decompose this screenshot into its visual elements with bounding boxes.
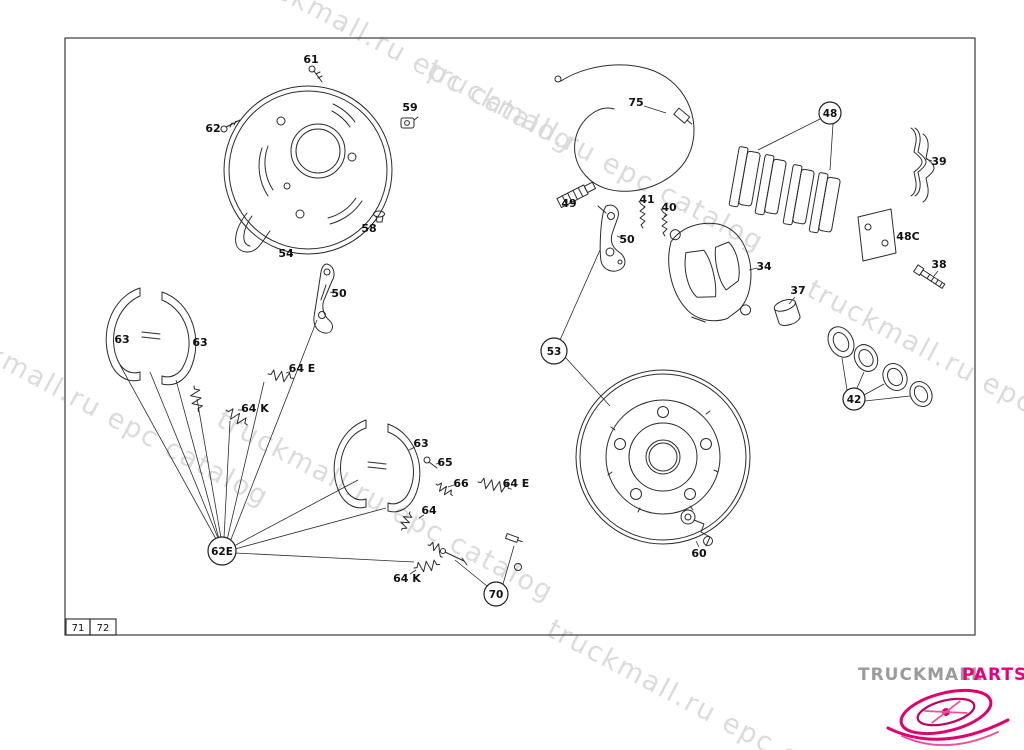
bolt-61 bbox=[308, 65, 323, 83]
part-label-39: 39 bbox=[931, 155, 946, 168]
shoe-hardware-right bbox=[400, 456, 523, 573]
leader-lines bbox=[119, 105, 939, 587]
pad-clips-39 bbox=[910, 127, 935, 203]
brand-logo-wheel-icon bbox=[886, 688, 1010, 746]
clip-59 bbox=[400, 116, 419, 129]
callout-42: 42 bbox=[842, 387, 866, 411]
part-label-75: 75 bbox=[628, 96, 643, 109]
brake-cable bbox=[554, 64, 695, 192]
part-label-59: 59 bbox=[402, 101, 417, 114]
part-label-64k-a: 64 K bbox=[241, 402, 269, 415]
part-label-61: 61 bbox=[303, 53, 318, 66]
part-label-62: 62 bbox=[205, 122, 220, 135]
part-label-65: 65 bbox=[437, 456, 452, 469]
shoe-springs-left bbox=[190, 369, 295, 426]
brake-disc bbox=[575, 369, 751, 545]
bolt-62 bbox=[220, 119, 241, 133]
part-label-63a: 63 bbox=[114, 333, 129, 346]
part-label-60: 60 bbox=[691, 547, 707, 560]
circled-callouts: 48 42 53 62E 70 bbox=[207, 101, 866, 607]
part-label-58: 58 bbox=[361, 222, 376, 235]
part-label-37: 37 bbox=[790, 284, 805, 297]
callout-48: 48 bbox=[818, 101, 842, 125]
callout-70-label: 70 bbox=[489, 589, 504, 601]
brand-logo: TRUCKMALL PARTS bbox=[858, 665, 1024, 746]
watermark-text: truckmall.ru epc catalog bbox=[542, 614, 890, 750]
piston-37 bbox=[773, 298, 801, 326]
backing-plate bbox=[223, 85, 393, 255]
diagram-border bbox=[64, 37, 976, 636]
footer-reference-cells: 71 72 bbox=[65, 618, 117, 636]
part-label-54: 54 bbox=[278, 247, 294, 260]
callout-62e: 62E bbox=[207, 536, 237, 566]
callout-70: 70 bbox=[483, 581, 509, 607]
part-label-48c: 48C bbox=[896, 230, 919, 243]
callout-53-label: 53 bbox=[547, 346, 562, 358]
brake-shoes-right bbox=[333, 419, 421, 513]
lever-50-lower bbox=[313, 263, 335, 334]
part-label-34: 34 bbox=[756, 260, 772, 273]
part-label-40: 40 bbox=[661, 201, 677, 214]
spring-40 bbox=[660, 208, 668, 237]
footer-cell-72 bbox=[89, 618, 117, 636]
part-label-63b: 63 bbox=[192, 336, 207, 349]
callout-48-label: 48 bbox=[823, 108, 838, 120]
brand-logo-text-accent: PARTS bbox=[962, 665, 1024, 685]
bolt-38 bbox=[913, 264, 946, 289]
part-label-64: 64 bbox=[421, 504, 437, 517]
callout-42-label: 42 bbox=[847, 394, 862, 406]
footer-cell-72-label: 72 bbox=[97, 623, 110, 634]
part-label-50: 50 bbox=[619, 233, 635, 246]
adjuster-60 bbox=[680, 509, 713, 547]
brake-pads bbox=[728, 146, 841, 234]
part-labels: 61 62 59 58 54 75 49 50 41 40 34 37 39 4… bbox=[114, 53, 946, 585]
callout-62e-label: 62E bbox=[211, 546, 233, 558]
seal-rings-42 bbox=[827, 326, 933, 407]
shim-48c bbox=[857, 208, 897, 262]
footer-cell-71-label: 71 bbox=[72, 623, 85, 634]
part-label-49: 49 bbox=[561, 197, 576, 210]
part-label-38: 38 bbox=[931, 258, 946, 271]
part-label-50b: 50 bbox=[331, 287, 347, 300]
part-label-63c: 63 bbox=[413, 437, 428, 450]
lever-50-upper bbox=[599, 204, 626, 272]
watermark-text: truckmall.ru epc catalog bbox=[212, 404, 560, 609]
watermark-text: truckmall.ru epc catalog bbox=[422, 54, 770, 259]
part-label-66: 66 bbox=[453, 477, 469, 490]
brand-logo-text-gray: TRUCKMALL bbox=[858, 665, 983, 685]
part-label-64e-b: 64 E bbox=[503, 477, 530, 490]
part-label-64k-b: 64 K bbox=[393, 572, 421, 585]
callout-53: 53 bbox=[540, 337, 568, 365]
watermark-text: truckmall.ru epc catalog bbox=[802, 274, 1024, 479]
plug-58 bbox=[373, 210, 385, 223]
brake-caliper bbox=[668, 222, 752, 323]
part-label-41: 41 bbox=[639, 193, 654, 206]
part-label-64e-a: 64 E bbox=[289, 362, 316, 375]
cable-end-49 bbox=[556, 181, 607, 214]
